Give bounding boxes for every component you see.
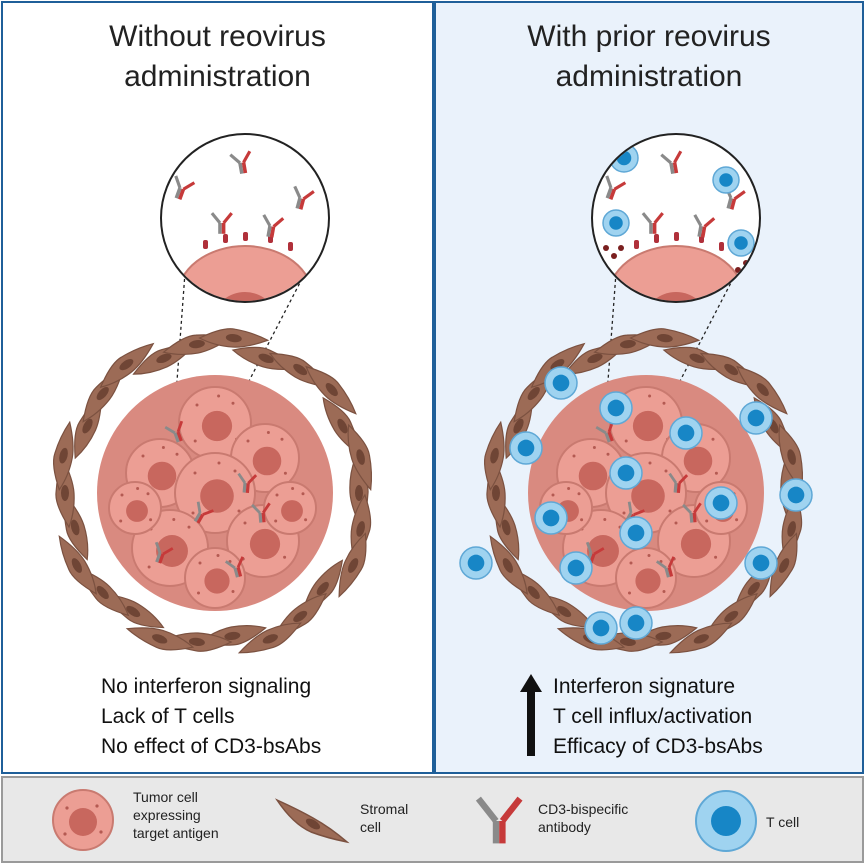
stromal-cell [668,622,733,654]
tumor-cell [615,547,677,609]
effect-text: Lack of T cells [101,705,235,728]
t-cell [602,209,630,237]
panel-title-line1: With prior reovirus [527,20,771,53]
stromal-cell [769,532,798,598]
stromal-cell [489,535,528,595]
antibody-icon [237,472,258,493]
t-cell [509,431,543,465]
effect-text: Efficacy of CD3-bsAbs [553,735,763,758]
stromal-cell [338,532,367,598]
stromal-cell [53,420,74,491]
stromal-cell [736,365,788,415]
antibody-icon [668,472,689,493]
antibody-icon [682,502,702,523]
effect-text: No interferon signaling [101,675,312,698]
stromal-cell [629,328,701,348]
stromal-cell [484,420,505,491]
stromal-cell [125,627,195,651]
t-cell [609,456,643,490]
legend-label: cell [360,819,382,835]
panel-title-line2: administration [555,60,743,93]
panel-title-line1: Without reovirus [109,20,326,53]
tumor-cell-icon [52,789,114,851]
t-cell [727,229,755,257]
tumor-illustration-left [53,133,373,654]
antibody-icon [660,150,683,174]
t-cell [619,606,653,640]
zoom-bubble-outline [591,133,761,303]
antibody-icon [164,420,184,443]
antibody-icon [262,214,285,238]
antibody-icon [475,796,523,844]
panel-with-reovirus: With prior reovirus administration Inter… [434,1,864,774]
antibody-icon [193,501,214,524]
legend-label: target antigen [133,825,219,841]
tumor-cell [184,547,246,609]
up-arrow-icon [520,674,542,756]
antibody-icon [154,541,174,564]
effect-text: Interferon signature [553,675,736,698]
t-cell [712,166,740,194]
stromal-cell [58,535,97,595]
stromal-cell-icon [274,798,350,844]
tumor-cell [108,481,162,535]
t-cell [584,611,618,645]
legend: Tumor cell expressing target antigen Str… [1,776,864,863]
tumor-cell [263,481,317,535]
t-cell [609,143,639,173]
zoom-bubble-outline [160,133,330,303]
t-cell-icon [695,790,757,852]
antibody-icon [224,556,245,578]
tumor-cell [178,386,252,460]
stromal-cell [237,622,302,654]
stromal-cell [198,328,270,348]
t-cell [544,366,578,400]
t-cell [619,516,653,550]
legend-label: Tumor cell [133,789,198,805]
t-cell [669,416,703,450]
legend-label: T cell [766,814,800,830]
t-cell [704,486,738,520]
t-cell [534,501,568,535]
antibody-icon [641,212,664,234]
antibody-icon [251,502,271,523]
effect-text: No effect of CD3-bsAbs [101,735,322,758]
legend-label: expressing [133,807,201,823]
legend-label: Stromal [360,801,409,817]
tumor-cell [174,452,256,534]
t-cell [779,478,813,512]
antibody-icon [655,556,676,578]
t-cell [739,401,773,435]
stromal-cell [347,423,373,492]
stromal-cell [305,365,357,415]
antibody-icon [293,185,315,210]
t-cell [599,391,633,425]
antibody-icon [174,175,196,200]
legend-label: CD3-bispecific [538,801,629,817]
t-cell [744,546,778,580]
stromal-cell [99,342,155,389]
effect-text: T cell influx/activation [553,705,753,728]
legend-label: antibody [538,819,591,835]
antibody-icon [210,212,233,234]
antibody-icon [229,150,252,174]
t-cell [459,546,493,580]
antibody-icon [605,175,627,200]
panel-title-line2: administration [124,60,311,93]
antibody-icon [693,214,716,238]
tumor-illustration-right [459,133,813,654]
t-cell [559,551,593,585]
panel-without-reovirus: Without reovirus administration No inter… [1,1,434,774]
